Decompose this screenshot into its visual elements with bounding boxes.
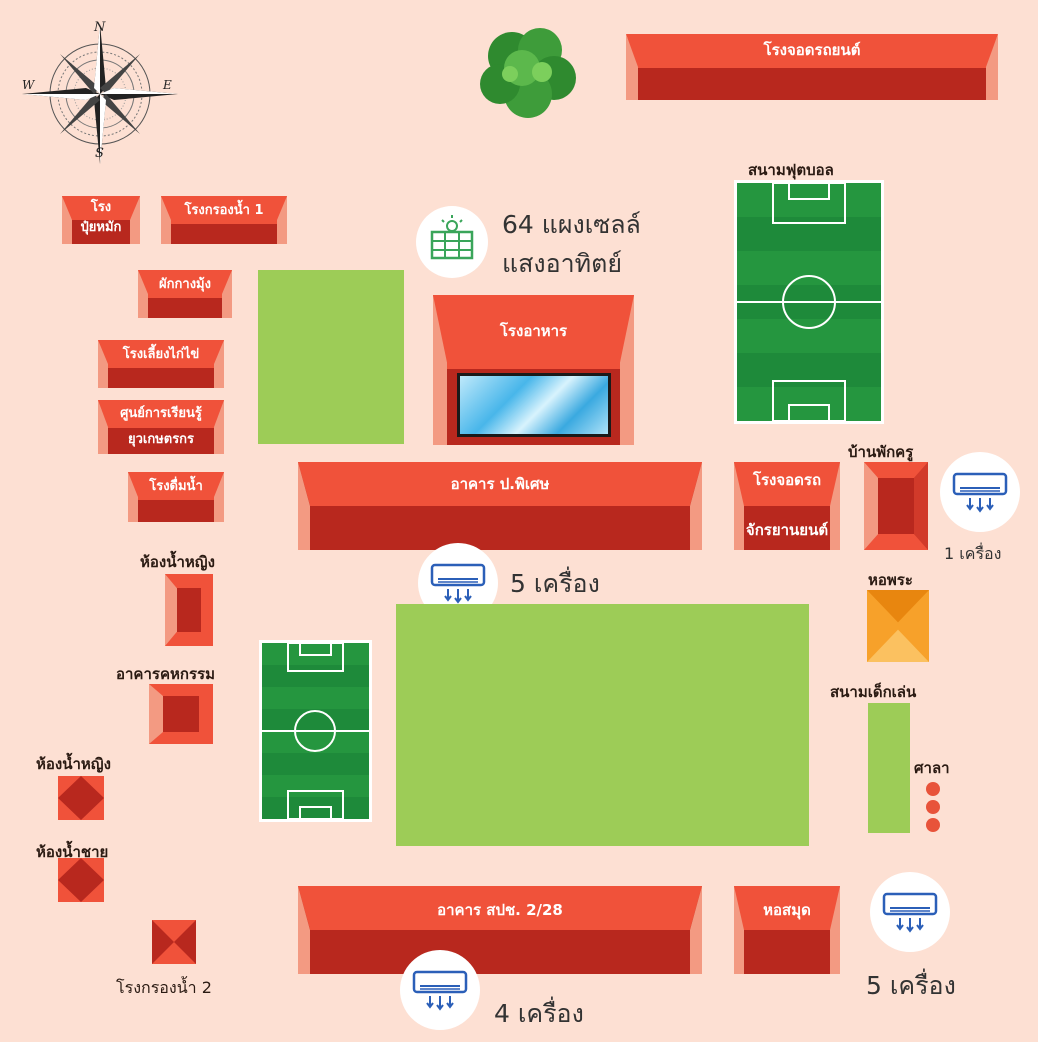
ac-badge-library bbox=[870, 872, 950, 952]
canteen-building: โรงอาหาร bbox=[433, 295, 634, 445]
drinking-water-building: โรงดื่มน้ำ bbox=[128, 472, 224, 522]
shrimp-veg-building: ผักกางมุ้ง bbox=[138, 270, 232, 318]
compass-n-label: N bbox=[94, 20, 106, 35]
chicken-building: โรงเลี้ยงไก่ไข่ bbox=[98, 340, 224, 388]
compost-label-1: โรง bbox=[90, 200, 112, 215]
water-filter-2-label: โรงกรองน้ำ 2 bbox=[116, 978, 212, 997]
chicken-label: โรงเลี้ยงไก่ไข่ bbox=[122, 347, 200, 362]
ac-count-library: 5 เครื่อง bbox=[866, 971, 956, 1000]
tree-icon bbox=[480, 28, 576, 118]
compost-label-2: ปุ๋ยหมัก bbox=[80, 220, 122, 235]
ac-count-spch-building: 4 เครื่อง bbox=[494, 999, 584, 1028]
spch-building: อาคาร สปช. 2/28 bbox=[298, 886, 702, 974]
motorcycle-parking-label-2: จักรยานยนต์ bbox=[745, 521, 829, 539]
pavilion-marker bbox=[926, 782, 942, 832]
garden-area bbox=[258, 270, 404, 444]
shrine-label: หอพระ bbox=[868, 571, 913, 589]
compass-e-label: E bbox=[163, 78, 172, 92]
drinking-water-label: โรงดื่มน้ำ bbox=[149, 479, 203, 494]
main-lawn bbox=[396, 604, 809, 846]
air-conditioner-icon bbox=[882, 892, 938, 933]
water-filter-1-label: โรงกรองน้ำ 1 bbox=[184, 203, 264, 218]
football-field-label: สนามฟุตบอล bbox=[748, 161, 834, 179]
water-filter-1-building: โรงกรองน้ำ 1 bbox=[161, 196, 287, 244]
ac-badge-spch-building bbox=[400, 950, 480, 1030]
canteen-window bbox=[457, 373, 611, 437]
playground-area bbox=[868, 703, 910, 833]
learning-center-label-1: ศูนย์การเรียนรู้ bbox=[120, 406, 202, 421]
learning-center-building: ศูนย์การเรียนรู้ ยุวเกษตรกร bbox=[98, 400, 224, 454]
girls-toilet-2 bbox=[58, 776, 104, 820]
pavilion-label: ศาลา bbox=[914, 759, 950, 777]
air-conditioner-icon bbox=[412, 970, 468, 1011]
playground-label: สนามเด็กเล่น bbox=[830, 683, 917, 701]
home-ec-building bbox=[149, 684, 213, 744]
canteen-label: โรงอาหาร bbox=[499, 322, 568, 340]
air-conditioner-icon bbox=[952, 472, 1008, 513]
compost-building: โรง ปุ๋ยหมัก bbox=[62, 196, 140, 244]
football-field bbox=[734, 180, 884, 424]
library-building: หอสมุด bbox=[734, 886, 840, 974]
ac-count-special-building: 5 เครื่อง bbox=[510, 569, 600, 598]
girls-toilet-1-label: ห้องน้ำหญิง bbox=[140, 553, 215, 571]
spch-building-label: อาคาร สปช. 2/28 bbox=[437, 901, 563, 919]
compass-s-label: S bbox=[95, 146, 104, 161]
ac-count-teacher-house: 1 เครื่อง bbox=[944, 544, 1002, 563]
parking-label: โรงจอดรถยนต์ bbox=[763, 41, 861, 59]
special-building: อาคาร ป.พิเศษ bbox=[298, 462, 702, 550]
learning-center-label-2: ยุวเกษตรกร bbox=[127, 432, 195, 447]
girls-toilet-2-label: ห้องน้ำหญิง bbox=[36, 755, 111, 773]
motorcycle-parking-label-1: โรงจอดรถ bbox=[752, 471, 822, 489]
home-ec-label: อาคารคหกรรม bbox=[116, 665, 215, 683]
shrimp-veg-label: ผักกางมุ้ง bbox=[159, 277, 211, 292]
boys-toilet-label: ห้องน้ำชาย bbox=[36, 843, 109, 861]
compass-rose-icon bbox=[22, 24, 178, 164]
special-building-label: อาคาร ป.พิเศษ bbox=[450, 475, 550, 493]
air-conditioner-icon bbox=[430, 563, 486, 604]
ac-badge-teacher-house bbox=[940, 452, 1020, 532]
solar-panel-icon bbox=[430, 215, 474, 260]
teacher-house-label: บ้านพักครู bbox=[848, 443, 914, 461]
parking-building: โรงจอดรถยนต์ bbox=[626, 34, 998, 100]
solar-badge bbox=[416, 206, 488, 278]
boys-toilet bbox=[58, 858, 104, 902]
girls-toilet-1 bbox=[165, 574, 213, 646]
motorcycle-parking-building: โรงจอดรถ จักรยานยนต์ bbox=[734, 462, 840, 550]
small-football-field bbox=[259, 640, 372, 822]
solar-text-1: 64 แผงเซลล์ bbox=[502, 210, 641, 239]
teacher-house bbox=[864, 462, 928, 550]
compass-w-label: W bbox=[22, 78, 35, 92]
library-label: หอสมุด bbox=[763, 901, 811, 919]
water-filter-2-building bbox=[152, 920, 196, 964]
shrine-building bbox=[867, 590, 929, 662]
solar-text-2: แสงอาทิตย์ bbox=[502, 249, 622, 278]
